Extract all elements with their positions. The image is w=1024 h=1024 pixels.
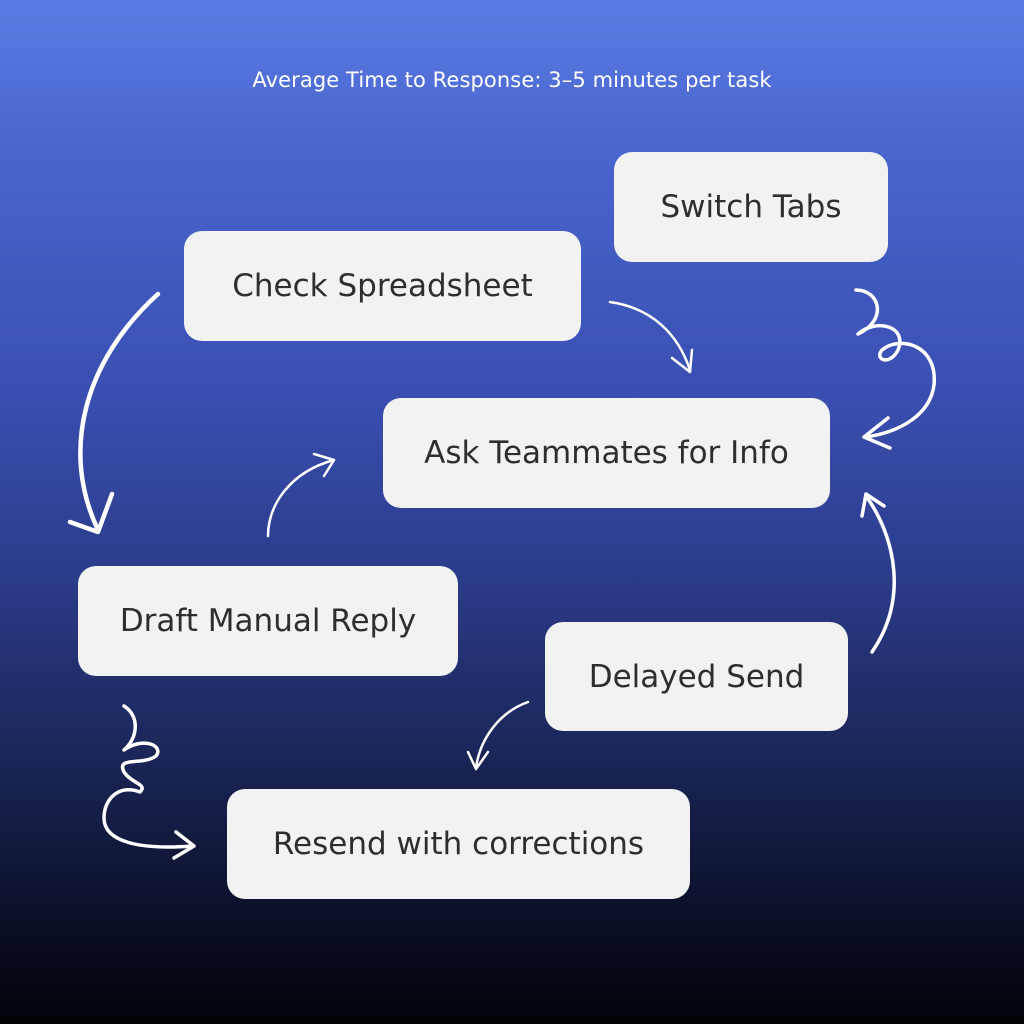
diagram-subtitle: Average Time to Response: 3–5 minutes pe… xyxy=(252,68,772,92)
arrow-draft-to-resend xyxy=(102,704,196,860)
step-draft-manual-reply: Draft Manual Reply xyxy=(78,566,458,676)
arrow-delayed-to-resend xyxy=(466,700,530,771)
arrow-switch-to-ask xyxy=(854,288,936,450)
arrow-draft-to-ask xyxy=(266,452,336,538)
step-switch-tabs: Switch Tabs xyxy=(614,152,888,262)
step-delayed-send: Delayed Send xyxy=(545,622,848,731)
step-check-spreadsheet: Check Spreadsheet xyxy=(184,231,581,341)
arrow-check-to-ask xyxy=(608,300,694,374)
step-resend-with-corrections: Resend with corrections xyxy=(227,789,690,899)
step-ask-teammates: Ask Teammates for Info xyxy=(383,398,830,508)
arrow-delayed-to-ask xyxy=(860,492,896,654)
arrow-check-to-draft xyxy=(67,291,161,535)
